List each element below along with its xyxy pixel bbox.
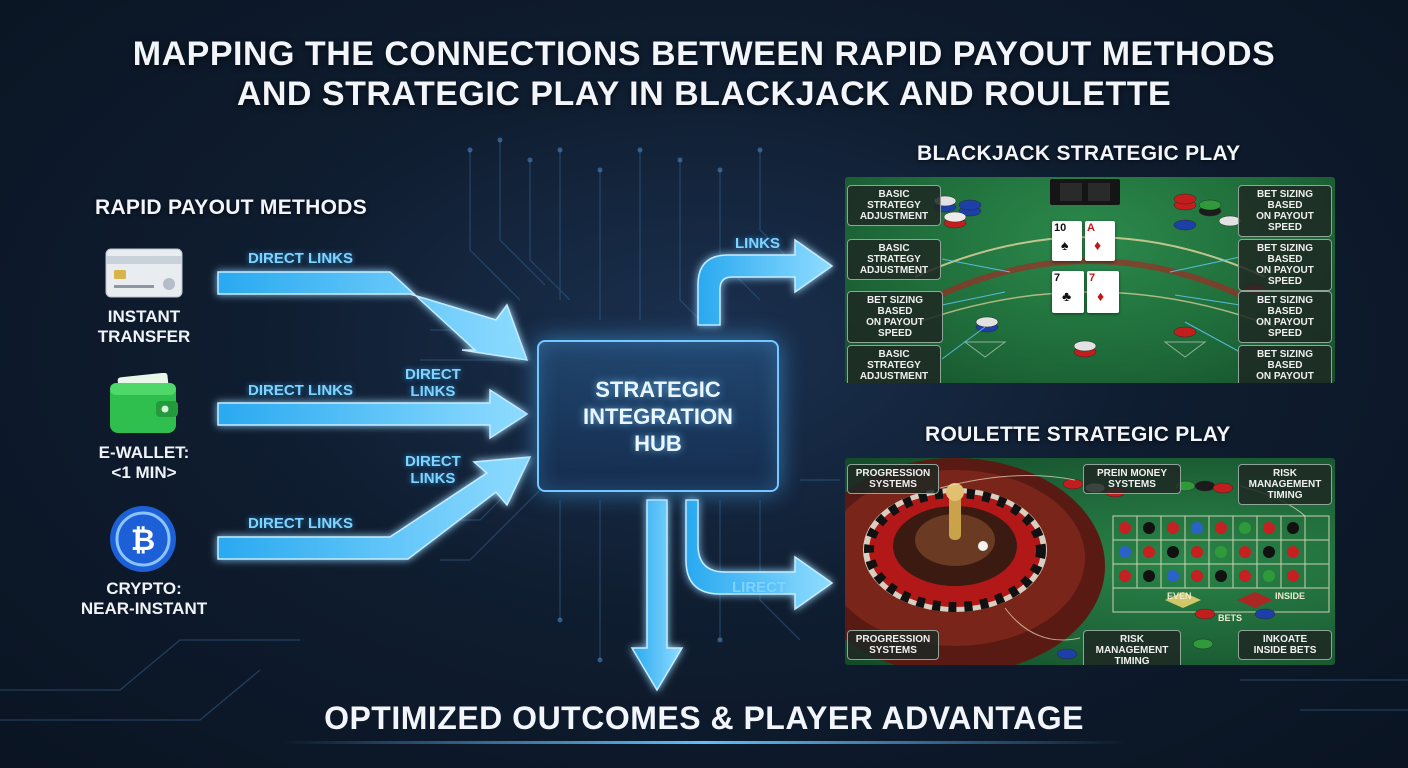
bj-pill-bet-sizing-1: BET SIZING BASED ON PAYOUT SPEED	[847, 291, 943, 343]
bj-pill-basic-strategy-2: BASIC STRATEGY ADJUSTMENT	[847, 239, 941, 280]
arrow-top-left	[217, 271, 529, 361]
blackjack-table-panel: 10 ♠ A ♦ 7 ♣ 7 ♦ BASIC STRATEGY ADJUSTME…	[845, 177, 1335, 383]
method-e-wallet: E-WALLET: <1 MIN>	[98, 443, 190, 482]
strategic-integration-hub: STRATEGIC INTEGRATION HUB	[537, 340, 779, 492]
method-instant-transfer: INSTANT TRANSFER	[97, 307, 191, 346]
wallet-icon	[108, 372, 180, 435]
rl-pill-progression-1: PROGRESSION SYSTEMS	[847, 464, 939, 494]
links-label-top: LINKS	[735, 235, 780, 252]
roulette-table-art	[845, 458, 1330, 665]
direct-links-label-3: DIRECT LINKS	[248, 515, 353, 532]
hub-label: STRATEGIC INTEGRATION HUB	[583, 376, 733, 456]
direct-links-label-2: DIRECT LINKS	[248, 382, 353, 399]
card-seven-spades: 7 ♣	[1052, 271, 1084, 313]
bj-pill-bet-sizing-4: BET SIZING BASED ON PAYOUT SPEED	[1238, 291, 1332, 343]
roulette-bets-label: BETS	[1218, 613, 1243, 623]
bottom-underline	[280, 741, 1128, 744]
roulette-table-panel: EVEN BETS INSIDE PROGRESSION SYSTEMS PRE…	[845, 458, 1335, 665]
roulette-heading: ROULETTE STRATEGIC PLAY	[925, 423, 1231, 446]
bj-pill-basic-strategy-1: BASIC STRATEGY ADJUSTMENT	[847, 185, 941, 226]
blackjack-heading: BLACKJACK STRATEGIC PLAY	[917, 142, 1241, 165]
bj-pill-bet-sizing-3: BET SIZING BASED ON PAYOUT SPEED	[1238, 239, 1332, 291]
bj-pill-bet-sizing-5: BET SIZING BASED ON PAYOUT SPEED	[1238, 345, 1332, 383]
credit-card-icon	[105, 248, 183, 298]
method-crypto: CRYPTO: NEAR-INSTANT	[80, 579, 208, 618]
arrow-bottom-left	[217, 456, 532, 560]
roulette-inside-label: INSIDE	[1275, 591, 1306, 601]
card-ten: 10 ♠	[1052, 221, 1082, 261]
rl-pill-risk-management-2: RISK MANAGEMENT TIMING	[1083, 630, 1181, 665]
bj-pill-basic-strategy-3: BASIC STRATEGY ADJUSTMENT	[847, 345, 941, 383]
svg-text:₿: ₿	[131, 523, 155, 558]
bitcoin-icon: ₿	[108, 504, 178, 574]
arrow-up-right	[697, 238, 834, 326]
direct-links-mid-1: DIRECT LINKS	[405, 366, 461, 400]
main-title-line2: AND STRATEGIC PLAY IN BLACKJACK AND ROUL…	[236, 75, 1172, 113]
rl-pill-risk-management-1: RISK MANAGEMENT TIMING	[1238, 464, 1332, 505]
rl-pill-progression-2: PROGRESSION SYSTEMS	[847, 630, 939, 660]
bj-pill-bet-sizing-2: BET SIZING BASED ON PAYOUT SPEED	[1238, 185, 1332, 237]
rl-pill-prein-money: PREIN MONEY SYSTEMS	[1083, 464, 1181, 494]
arrow-down	[630, 499, 684, 692]
arrow-middle-left	[217, 388, 529, 440]
card-ace: A ♦	[1085, 221, 1115, 261]
optimized-outcomes-label: OPTIMIZED OUTCOMES & PLAYER ADVANTAGE	[324, 700, 1084, 736]
direct-links-label-1: DIRECT LINKS	[248, 250, 353, 267]
lirect-label: LIRECT	[732, 579, 787, 596]
card-seven-diamonds: 7 ♦	[1087, 271, 1119, 313]
direct-links-mid-2: DIRECT LINKS	[405, 453, 461, 487]
rl-pill-inside-bets: INKOATE INSIDE BETS	[1238, 630, 1332, 660]
roulette-even-label: EVEN	[1167, 591, 1192, 601]
arrow-down-right	[685, 499, 834, 611]
payout-methods-heading: RAPID PAYOUT METHODS	[95, 196, 368, 219]
main-title-line1: MAPPING THE CONNECTIONS BETWEEN RAPID PA…	[132, 35, 1276, 73]
